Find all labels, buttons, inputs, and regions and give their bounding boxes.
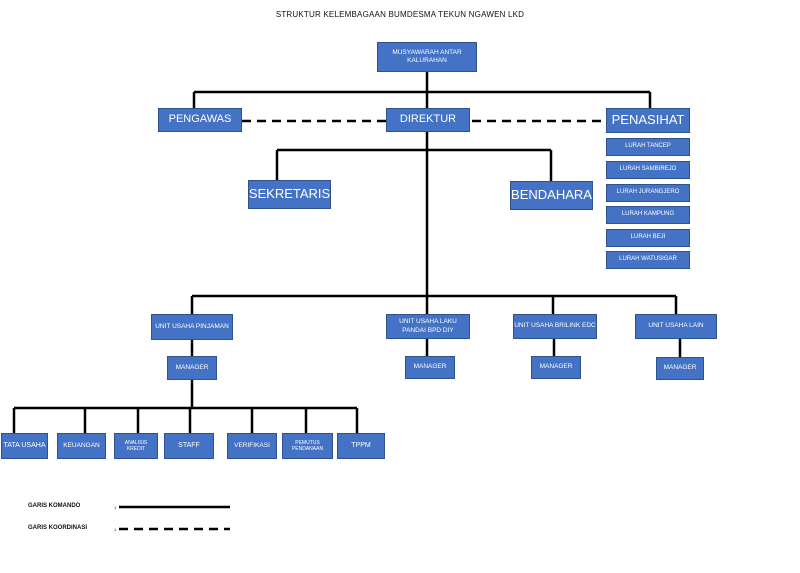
node-manager-2: MANAGER bbox=[405, 356, 455, 379]
node-musyawarah: MUSYAWARAH ANTAR KALURAHAN bbox=[377, 42, 477, 72]
node-staff: STAFF bbox=[164, 433, 214, 459]
node-pengawas: PENGAWAS bbox=[158, 108, 242, 132]
node-bendahara: BENDAHARA bbox=[510, 181, 593, 210]
node-tppm: TPPM bbox=[337, 433, 385, 459]
node-lurah-jurangjero: LURAH JURANGJERO bbox=[606, 184, 690, 202]
node-keuangan: KEUANGAN bbox=[57, 433, 106, 459]
node-unit-laku-pandai: UNIT USAHA LAKU PANDAI BPD DIY bbox=[386, 314, 470, 339]
node-direktur: DIREKTUR bbox=[386, 108, 470, 132]
chart-title: STRUKTUR KELEMBAGAAN BUMDESMA TEKUN NGAW… bbox=[275, 10, 525, 19]
node-manager-4: MANAGER bbox=[656, 357, 704, 380]
node-lurah-sambirejo: LURAH SAMBIREJO bbox=[606, 161, 690, 179]
node-unit-pinjaman: UNIT USAHA PINJAMAN bbox=[151, 314, 233, 340]
node-pemutus-pendanaan: PEMUTUS PENDANAAN bbox=[282, 433, 333, 459]
legend-koordinasi-tick: 1 bbox=[114, 527, 117, 532]
legend-koordinasi-label: GARIS KOORDINASI bbox=[28, 525, 88, 531]
node-verifikasi: VERIFIKASI bbox=[227, 433, 277, 459]
node-manager-1: MANAGER bbox=[167, 356, 217, 380]
node-lurah-kampung: LURAH KAMPUNG bbox=[606, 206, 690, 224]
legend-komando-tick: 1 bbox=[114, 505, 117, 510]
node-tata-usaha: TATA USAHA bbox=[1, 433, 48, 459]
node-manager-3: MANAGER bbox=[531, 356, 581, 379]
legend-komando-label: GARIS KOMANDO bbox=[28, 503, 81, 509]
node-analisis-kredit: ANALISIS KREDIT bbox=[114, 433, 158, 459]
node-unit-brilink: UNIT USAHA BRILINK EDC bbox=[513, 314, 597, 339]
node-lurah-beji: LURAH BEJI bbox=[606, 229, 690, 247]
node-sekretaris: SEKRETARIS bbox=[248, 180, 331, 209]
node-penasihat: PENASIHAT bbox=[606, 108, 690, 133]
node-lurah-tancep: LURAH TANCEP bbox=[606, 138, 690, 156]
node-unit-lain: UNIT USAHA LAIN bbox=[635, 314, 717, 339]
node-lurah-watusigar: LURAH WATUSIGAR bbox=[606, 251, 690, 269]
